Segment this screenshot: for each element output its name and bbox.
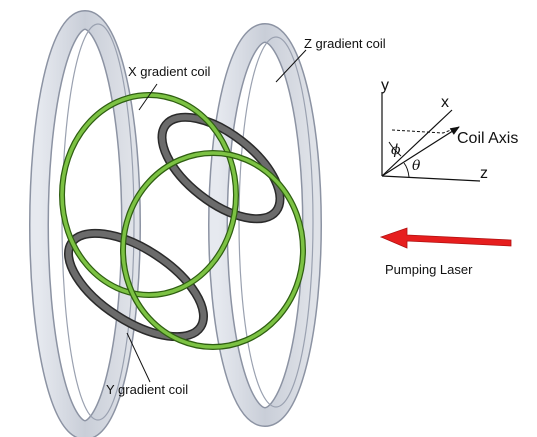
z-coil-right [208, 23, 322, 427]
theta-arc [403, 162, 410, 178]
z-coil-left [29, 10, 141, 437]
z-coil-label: Z gradient coil [304, 36, 386, 51]
z-coil-leader [275, 49, 307, 83]
y-coil-leader [126, 332, 151, 383]
y-coil-label: Y gradient coil [106, 382, 188, 397]
coil-axis-label: Coil Axis [457, 130, 518, 147]
pumping-laser-arrow [379, 227, 512, 249]
coil-axis-arrow [381, 126, 460, 177]
phi-label: ϕ [391, 142, 401, 158]
phi-arc [388, 141, 402, 157]
x-coil-label: X gradient coil [128, 64, 210, 79]
laser-arrow-shape [379, 227, 512, 249]
x-axis-label: x [441, 94, 449, 111]
x-axis-line [381, 109, 453, 177]
y-coil-upper [157, 112, 285, 224]
coordinate-frame: y x z ϕ θ Coil Axis [381, 77, 518, 182]
pumping-laser-label: Pumping Laser [385, 262, 473, 277]
x-coil-leader [138, 83, 158, 111]
y-axis-label: y [381, 77, 389, 94]
x-coil-right [120, 150, 306, 350]
z-axis-label: z [480, 165, 488, 182]
z-axis-line [381, 175, 481, 182]
projection-dashes [391, 126, 460, 134]
theta-label: θ [412, 158, 421, 174]
